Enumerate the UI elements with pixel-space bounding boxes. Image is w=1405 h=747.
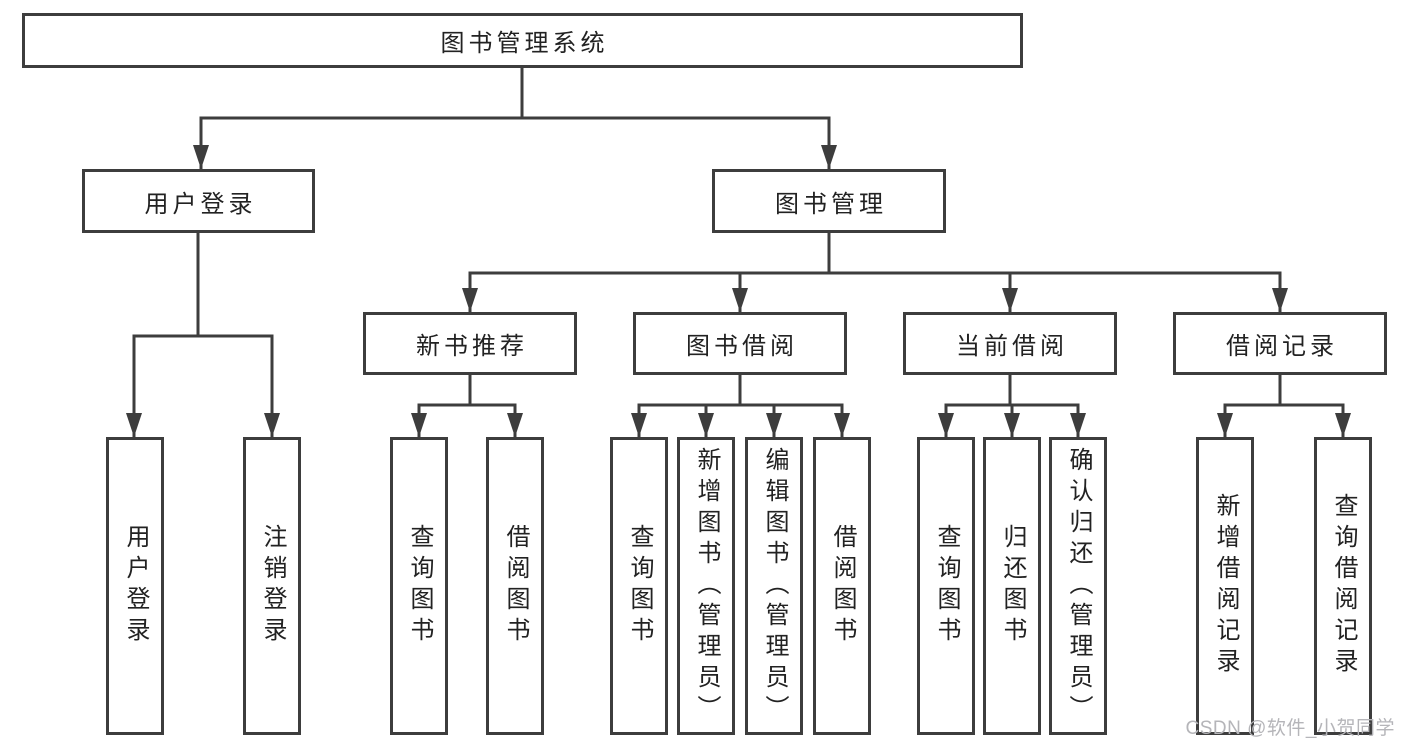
watermark: CSDN @软件_小贺同学 (1185, 718, 1395, 739)
node-new-book-recommendation: 新书推荐 (363, 312, 577, 375)
leaf-nbr-borrow-books: 借阅图书 (486, 437, 544, 735)
node-borrowing-records: 借阅记录 (1173, 312, 1387, 375)
node-user-login: 用户登录 (82, 169, 315, 233)
leaf-cb-confirm-return-admin: 确认归还（管理员） (1049, 437, 1107, 735)
root-node: 图书管理系统 (22, 13, 1023, 68)
leaf-cb-return-books: 归还图书 (983, 437, 1041, 735)
node-book-management: 图书管理 (712, 169, 946, 233)
leaf-user-login: 用户登录 (106, 437, 164, 735)
leaf-br-query-borrow-record: 查询借阅记录 (1314, 437, 1372, 735)
leaf-nbr-query-books: 查询图书 (390, 437, 448, 735)
leaf-bb-query-books: 查询图书 (610, 437, 668, 735)
leaf-cb-query-books: 查询图书 (917, 437, 975, 735)
leaf-bb-add-book-admin: 新增图书（管理员） (677, 437, 735, 735)
leaf-bb-edit-book-admin: 编辑图书（管理员） (745, 437, 803, 735)
leaf-bb-borrow-books: 借阅图书 (813, 437, 871, 735)
leaf-logout-login: 注销登录 (243, 437, 301, 735)
node-book-borrowing: 图书借阅 (633, 312, 847, 375)
leaf-br-add-borrow-record: 新增借阅记录 (1196, 437, 1254, 735)
node-current-borrowing: 当前借阅 (903, 312, 1117, 375)
